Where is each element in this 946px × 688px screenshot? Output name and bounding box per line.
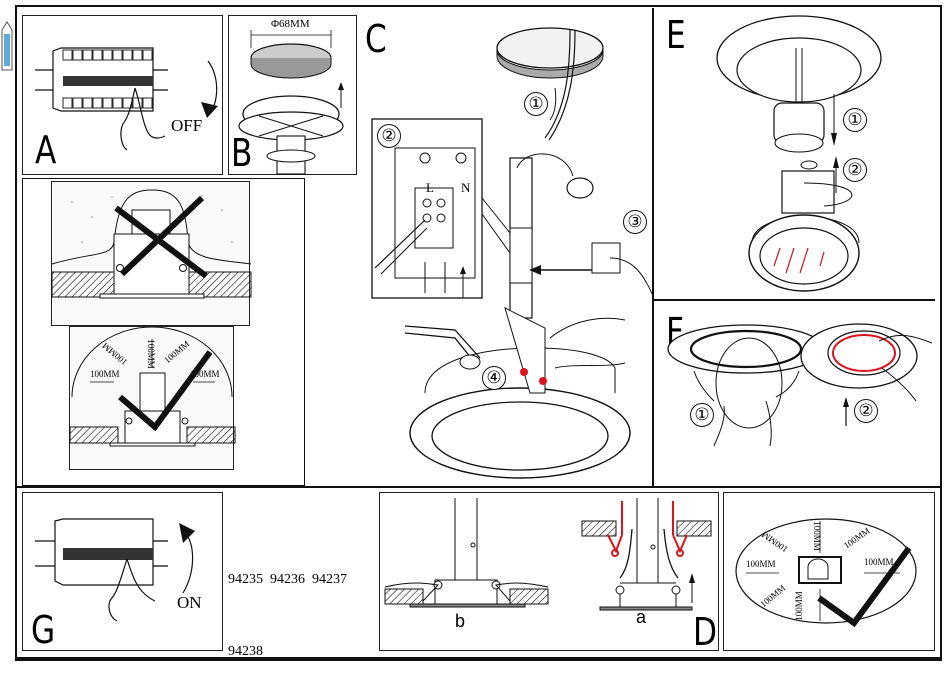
sub-label-a: a [636,607,647,627]
circuit-breaker-icon [35,518,195,622]
clearance-top-view-diagram [735,518,917,628]
panel-g: ON G [22,492,223,651]
clearance-label-right: 100MM [864,557,894,567]
step-2-marker: ② [377,124,401,148]
product-codes: 94235 94236 94237 94238 [228,520,347,688]
check-mark [118,350,213,432]
ceiling-cutout-diagram [238,30,344,175]
off-label: OFF [171,116,203,135]
wiring-diagram [371,27,655,479]
circuit-breaker-icon [35,47,218,151]
clearance-label-top: 100MM [811,521,822,551]
clearance-label-bottom: 100MM [793,591,804,621]
product-codes-line-1: 94235 94236 94237 [228,572,347,587]
red-screw-icon [520,368,528,376]
lens-marks [773,247,825,274]
bottom-rule [15,657,942,660]
wrong-installation-diagram [51,181,252,326]
sub-label-b: b [455,611,466,631]
step-4-marker: ④ [482,366,506,390]
panel-clearance-check: 100MM 100MM 100MM 100MM 100MM [22,178,305,486]
panel-a: OFF A [22,15,223,175]
clearance-label-left: 100MM [746,559,776,569]
spring-clip-diagram [384,498,712,611]
diameter-label: Φ68MM [271,18,310,30]
cross-mark [114,205,208,279]
panel-c: C [305,8,655,486]
panel-b: Φ68MM B [228,15,357,175]
panel-letter-a: A [35,128,57,172]
panel-d: b a D [379,492,719,651]
panel-clearance-top-view: 100MM 100MM 100MM 100MM 100MM 100MM 100M… [723,492,935,651]
step-1-marker: ① [524,92,548,116]
step-2-marker: ② [843,158,867,182]
panel-f: F ① ② [654,300,935,486]
step-1-marker: ① [843,108,867,132]
on-label: ON [177,593,202,612]
step-3-marker: ③ [623,210,647,234]
bulb-replacement-diagram [716,15,882,292]
step-2-marker: ② [854,399,878,423]
panel-letter-e: E [666,13,686,57]
clearance-label-right: 100MM [190,369,220,379]
product-codes-line-2: 94238 [228,644,263,659]
ring-install-diagram [667,323,933,447]
panel-letter-c: C [365,17,387,61]
bookmark-tab-icon[interactable] [1,20,13,72]
live-terminal-label: L [426,180,434,195]
panel-letter-b: B [231,131,253,175]
panel-letter-g: G [31,608,56,652]
neutral-terminal-label: N [461,180,471,195]
step-1-marker: ① [690,403,714,427]
red-spring-icon [607,501,688,557]
check-mark [817,546,912,628]
clearance-label-top: 100MM [145,339,156,369]
panel-letter-d: D [693,610,717,654]
row-divider [15,486,942,488]
page-frame [15,5,942,661]
clearance-label-left: 100MM [90,369,120,379]
panel-e: E ① ② [654,8,935,300]
correct-installation-diagram: 100MM 100MM 100MM 100MM 100MM [69,326,236,470]
